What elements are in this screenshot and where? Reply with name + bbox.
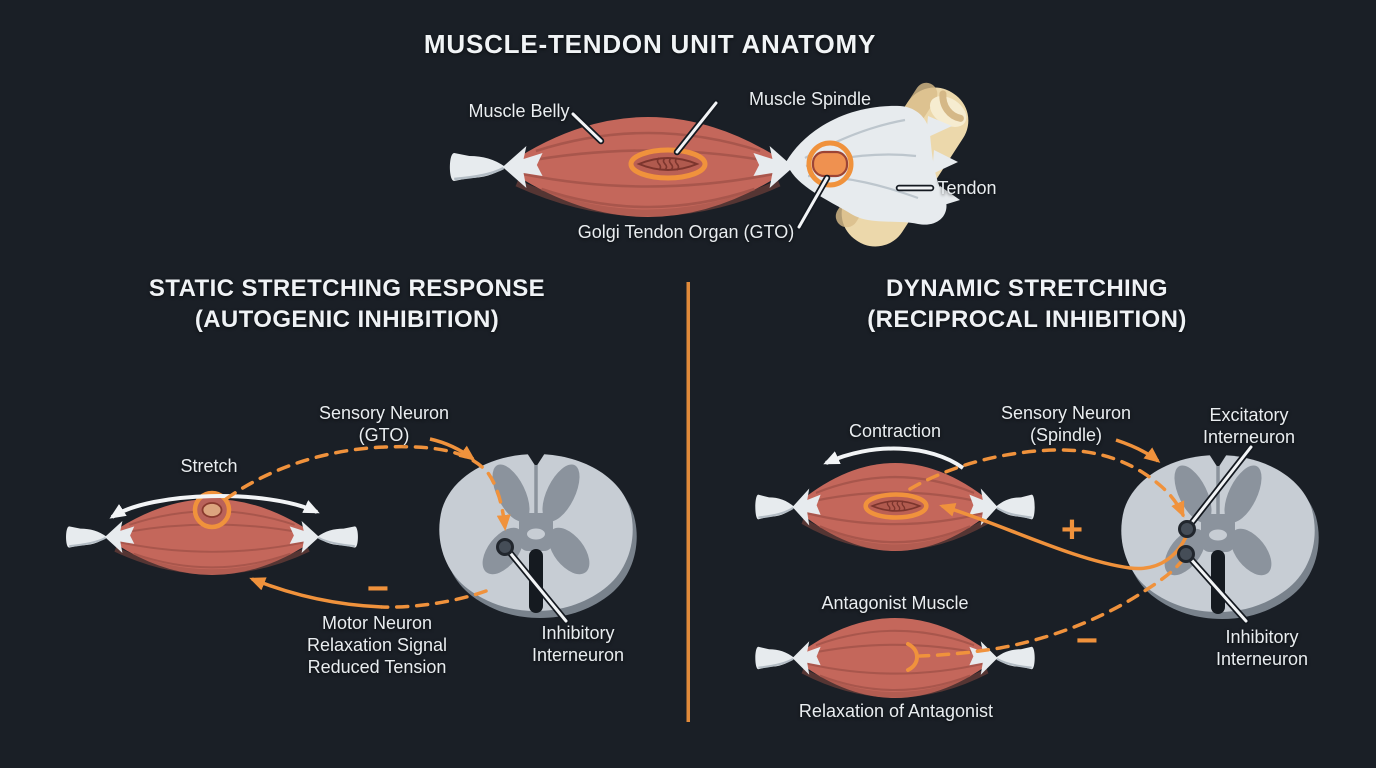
dynamic-inhibitory-dot (1177, 545, 1195, 563)
dynamic-sensory-dashed-arrow (908, 448, 1185, 518)
contraction-label: Contraction (848, 421, 942, 441)
stretch-arrow (109, 494, 320, 519)
gto-marker (806, 140, 854, 188)
static-sensory-dashed-arrow (224, 444, 511, 531)
static-minus-icon: − (366, 568, 390, 610)
relaxation-label: Relaxation of Antagonist (798, 701, 994, 721)
agonist-spindle-marker (863, 492, 929, 520)
dynamic-sensory-label: Sensory Neuron (Spindle) (1000, 403, 1132, 445)
muscle-belly-pointer (571, 112, 603, 143)
plus-icon: + (1060, 509, 1084, 551)
gto-pointer (797, 176, 829, 229)
panel-divider (686, 282, 690, 722)
static-inhibitory-dot (496, 538, 514, 556)
left-spinal-cord (437, 451, 639, 620)
main-title: MUSCLE-TENDON UNIT ANATOMY (423, 29, 877, 59)
excitatory-label: Excitatory Interneuron (1202, 405, 1296, 447)
gto-label: Golgi Tendon Organ (GTO) (577, 222, 795, 242)
excitatory-dot (1178, 520, 1196, 538)
tendon-label: Tendon (937, 178, 997, 198)
dynamic-panel-heading: DYNAMIC STRETCHING (RECIPROCAL INHIBITIO… (867, 275, 1187, 333)
muscle-spindle-marker (628, 147, 708, 181)
static-inhibitory-label: Inhibitory Interneuron (531, 623, 625, 665)
muscle-spindle-pointer (675, 101, 718, 154)
excitatory-pointer (1188, 445, 1253, 527)
motor-neuron-label: Motor Neuron Relaxation Signal Reduced T… (306, 613, 448, 677)
dynamic-inhibitory-pointer (1187, 555, 1248, 623)
static-panel-heading: STATIC STRETCHING RESPONSE (AUTOGENIC IN… (148, 275, 546, 333)
antagonist-label: Antagonist Muscle (821, 593, 969, 613)
static-sensory-label: Sensory Neuron (GTO) (318, 403, 450, 445)
static-sensory-solid-arrow (429, 437, 476, 461)
static-return-dashed (380, 589, 488, 609)
contraction-arrow (823, 446, 965, 470)
static-return-solid-arrow (249, 577, 383, 609)
static-inhibitory-pointer (505, 547, 568, 623)
muscle-belly-label: Muscle Belly (468, 101, 570, 121)
dynamic-minus-icon: − (1075, 620, 1099, 662)
inhibitory-synapse-hook (906, 642, 919, 672)
dynamic-inhibitory-label: Inhibitory Interneuron (1215, 627, 1309, 669)
dynamic-sensory-solid-arrow (1115, 438, 1161, 463)
dynamic-excitatory-solid-arrow (939, 503, 1189, 571)
antagonist-muscle (755, 618, 1034, 698)
callout-lines (569, 99, 935, 231)
stretch-label: Stretch (180, 456, 238, 476)
muscle-spindle-label: Muscle Spindle (748, 89, 872, 109)
dynamic-inhibitory-dashed (918, 556, 1186, 658)
